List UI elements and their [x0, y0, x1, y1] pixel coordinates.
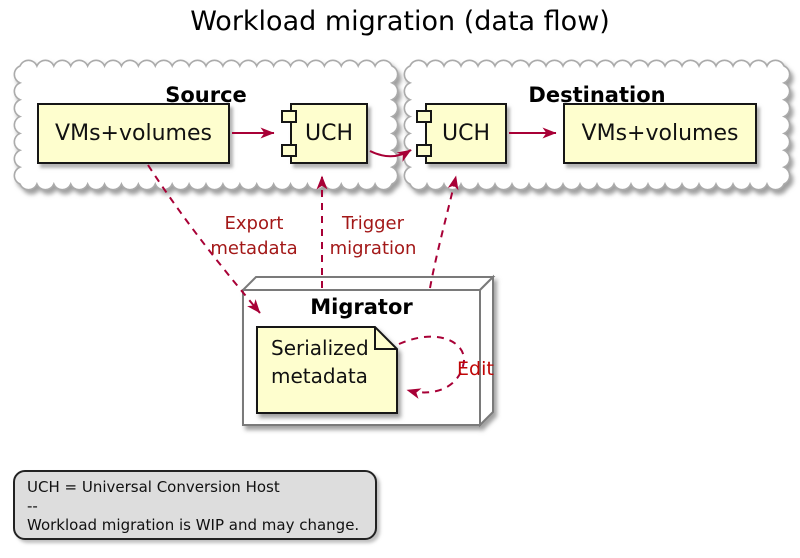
- legend-line-3: Workload migration is WIP and may change…: [27, 516, 360, 534]
- source-uch-component: UCH: [290, 103, 368, 164]
- edit-edge-label: Edit: [457, 358, 494, 380]
- note-line-2: metadata: [271, 364, 368, 388]
- legend-line-1: UCH = Universal Conversion Host: [27, 478, 280, 496]
- legend-line-2: --: [27, 497, 38, 515]
- trigger-label-line-1: Trigger: [341, 213, 405, 234]
- destination-uch-port-icon: [416, 110, 432, 123]
- source-group-label: Source: [165, 83, 247, 107]
- destination-uch-component: UCH: [425, 103, 507, 164]
- note-text: Serialized metadata: [271, 334, 369, 390]
- destination-vms-volumes-label: VMs+volumes: [581, 121, 739, 146]
- export-label-line-1: Export: [224, 213, 284, 234]
- source-uch-port-icon: [281, 110, 297, 123]
- serialized-metadata-note: [256, 326, 398, 414]
- export-metadata-edge-label: Export metadata: [194, 211, 314, 261]
- note-fold-icon: [374, 327, 397, 350]
- note-body: [256, 326, 398, 414]
- note-line-1: Serialized: [271, 336, 369, 360]
- source-uch-port-icon: [281, 144, 297, 157]
- migrator-top-face: [240, 276, 496, 291]
- migrator-right-face: [479, 274, 494, 428]
- source-uch-label: UCH: [304, 121, 353, 146]
- migrator-label: Migrator: [310, 295, 413, 319]
- destination-group-label: Destination: [528, 83, 666, 107]
- source-vms-volumes-box: VMs+volumes: [37, 103, 230, 164]
- diagram-title: Workload migration (data flow): [190, 6, 610, 37]
- trigger-label-line-2: migration: [329, 238, 417, 259]
- destination-uch-port-icon: [416, 144, 432, 157]
- source-vms-volumes-label: VMs+volumes: [55, 121, 212, 146]
- legend-box: UCH = Universal Conversion Host -- Workl…: [13, 470, 377, 540]
- export-label-line-2: metadata: [210, 238, 298, 259]
- destination-uch-label: UCH: [441, 121, 490, 146]
- destination-vms-volumes-box: VMs+volumes: [563, 103, 757, 164]
- trigger-migration-edge-label: Trigger migration: [313, 211, 433, 261]
